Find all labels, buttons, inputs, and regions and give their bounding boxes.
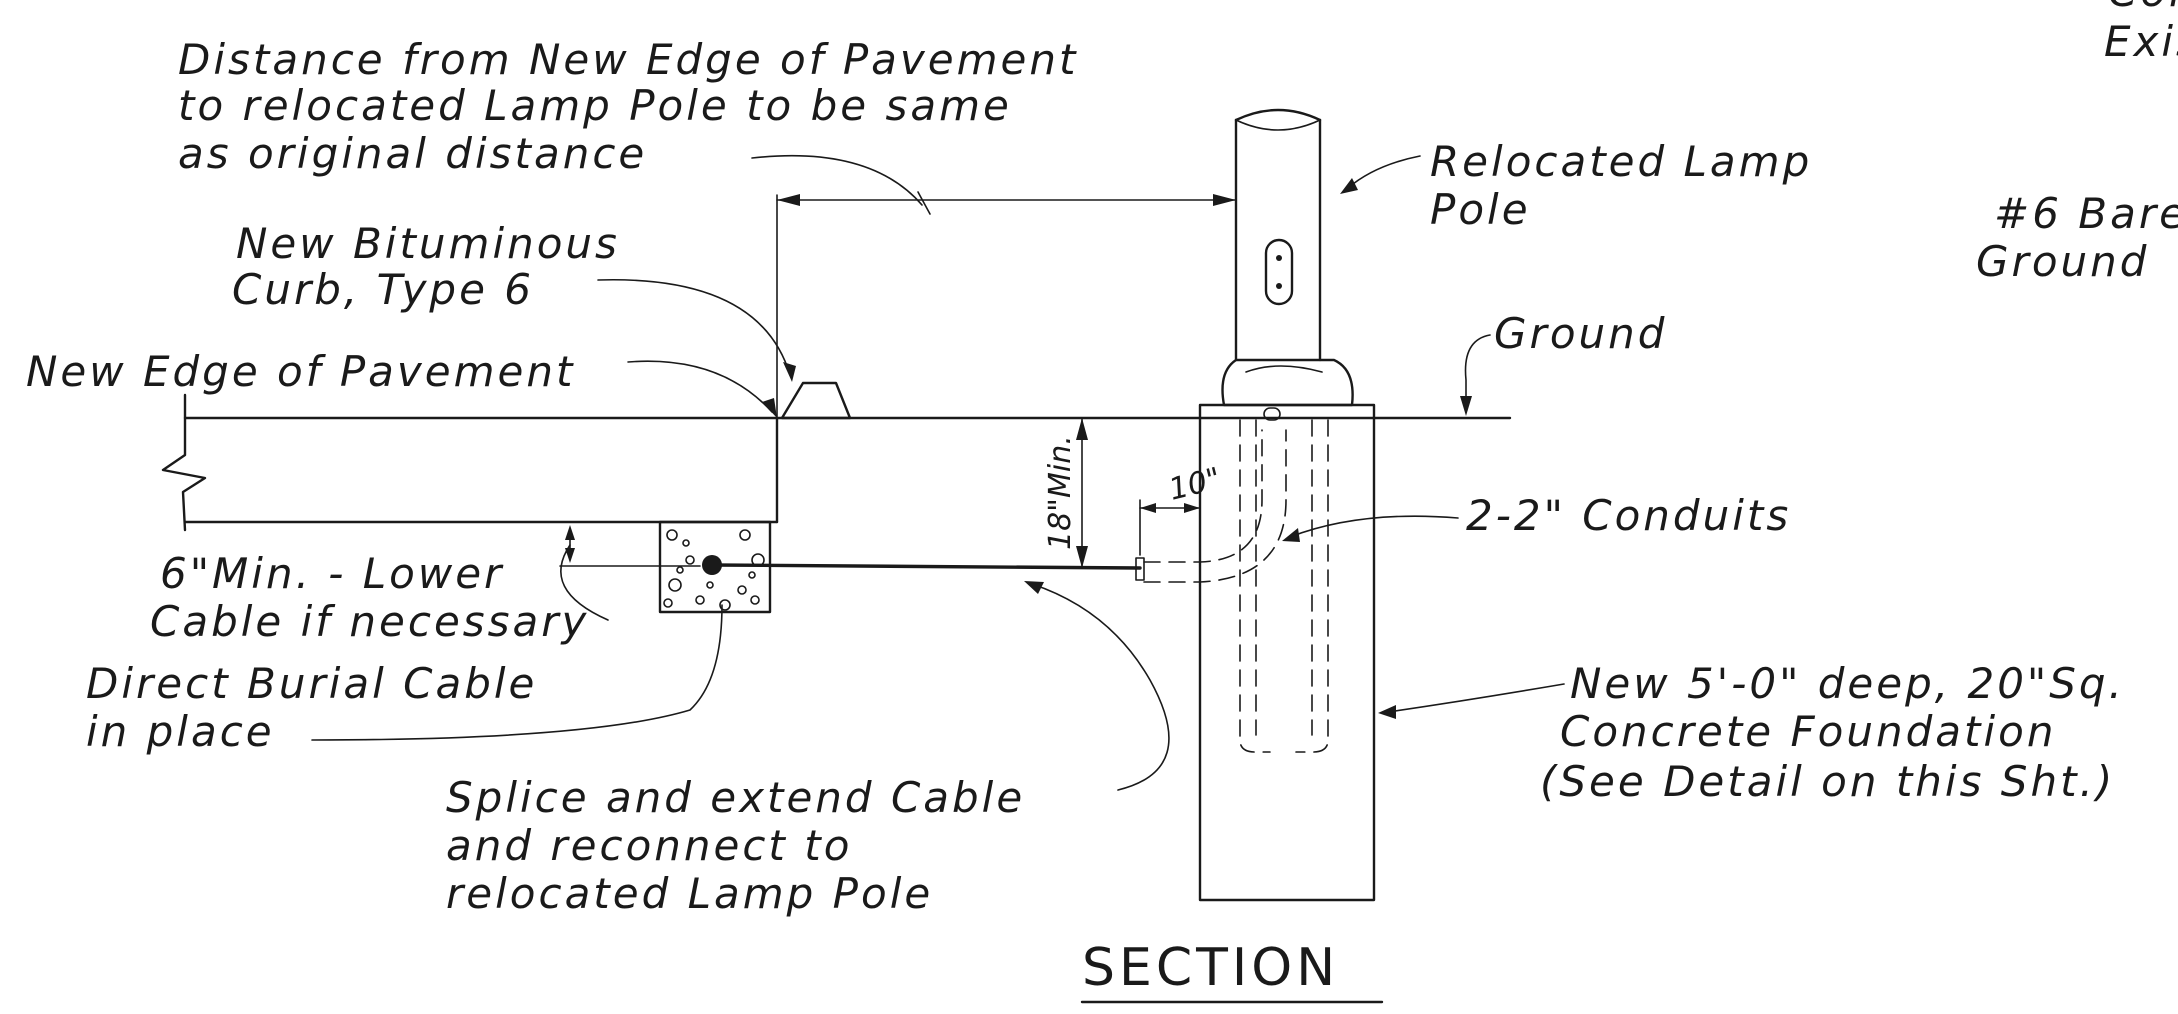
distance-dimension <box>751 154 1237 419</box>
dim-6-min <box>559 521 701 621</box>
cable-connector <box>1135 557 1145 581</box>
svg-text:Exis: Exis <box>2104 17 2178 66</box>
svg-text:Con: Con <box>2108 0 2178 16</box>
svg-text:relocated Lamp Pole: relocated Lamp Pole <box>446 869 933 918</box>
svg-text:Relocated Lamp: Relocated Lamp <box>1430 137 1812 186</box>
handhole-cover <box>1264 238 1294 306</box>
lamp-pole <box>1221 108 1354 407</box>
curb-label: New Bituminous Curb, Type 6 <box>232 219 620 314</box>
section-title: SECTION <box>1080 938 1384 1004</box>
dim-10-label: 10" <box>1165 461 1224 508</box>
leader-lines <box>311 155 1565 791</box>
svg-text:New Bituminous: New Bituminous <box>236 219 620 268</box>
svg-text:in place: in place <box>86 707 275 756</box>
svg-text:6"Min. - Lower: 6"Min. - Lower <box>160 549 504 598</box>
bituminous-curb <box>780 381 852 420</box>
svg-text:Cable if necessary: Cable if necessary <box>150 597 589 646</box>
svg-text:to relocated Lamp Pole to be s: to relocated Lamp Pole to be same <box>178 81 1012 130</box>
svg-text:Pole: Pole <box>1430 185 1531 234</box>
break-line <box>161 393 207 532</box>
cable-trench <box>658 520 772 614</box>
lower-cable-label: 6"Min. - Lower Cable if necessary <box>150 549 589 646</box>
svg-text:Distance from New Edge of Pave: Distance from New Edge of Pavement <box>178 35 1078 84</box>
foundation-label: New 5'-0" deep, 20"Sq. Concrete Foundati… <box>1540 659 2125 806</box>
svg-text:Curb, Type 6: Curb, Type 6 <box>232 265 534 314</box>
svg-text:and reconnect to: and reconnect to <box>446 821 852 870</box>
svg-text:(See Detail on this Sht.): (See Detail on this Sht.) <box>1540 757 2115 806</box>
dim-18-label: 18"Min. <box>1043 435 1078 550</box>
conduits-label: 2-2" Conduits <box>1466 491 1791 540</box>
relocated-pole-label: Relocated Lamp Pole <box>1430 137 1812 234</box>
svg-text:#6 Bare: #6 Bare <box>1994 189 2178 238</box>
svg-text:New 5'-0" deep, 20"Sq.: New 5'-0" deep, 20"Sq. <box>1570 659 2125 708</box>
dim-10 <box>1139 499 1201 556</box>
svg-text:Direct Burial Cable: Direct Burial Cable <box>86 659 537 708</box>
svg-text:Ground: Ground <box>1976 237 2149 286</box>
distance-note: Distance from New Edge of Pavement to re… <box>178 35 1078 178</box>
svg-text:as original distance: as original distance <box>178 129 647 178</box>
existing-label-partial: Con Exis <box>2104 0 2178 66</box>
concrete-foundation <box>1143 403 1376 902</box>
direct-burial-label: Direct Burial Cable in place <box>86 659 537 756</box>
svg-text:Concrete Foundation: Concrete Foundation <box>1560 707 2056 756</box>
svg-text:Splice and extend Cable: Splice and extend Cable <box>446 773 1025 822</box>
splice-label: Splice and extend Cable and reconnect to… <box>446 773 1025 918</box>
ground-wire-label: #6 Bare Ground <box>1976 189 2178 286</box>
ground-label: Ground <box>1494 309 1667 358</box>
edge-of-pavement-label: New Edge of Pavement <box>26 347 575 396</box>
pavement-section <box>161 393 1512 532</box>
svg-text:SECTION: SECTION <box>1082 938 1339 998</box>
dim-18-min <box>1076 417 1088 569</box>
extended-cable <box>710 563 1142 570</box>
